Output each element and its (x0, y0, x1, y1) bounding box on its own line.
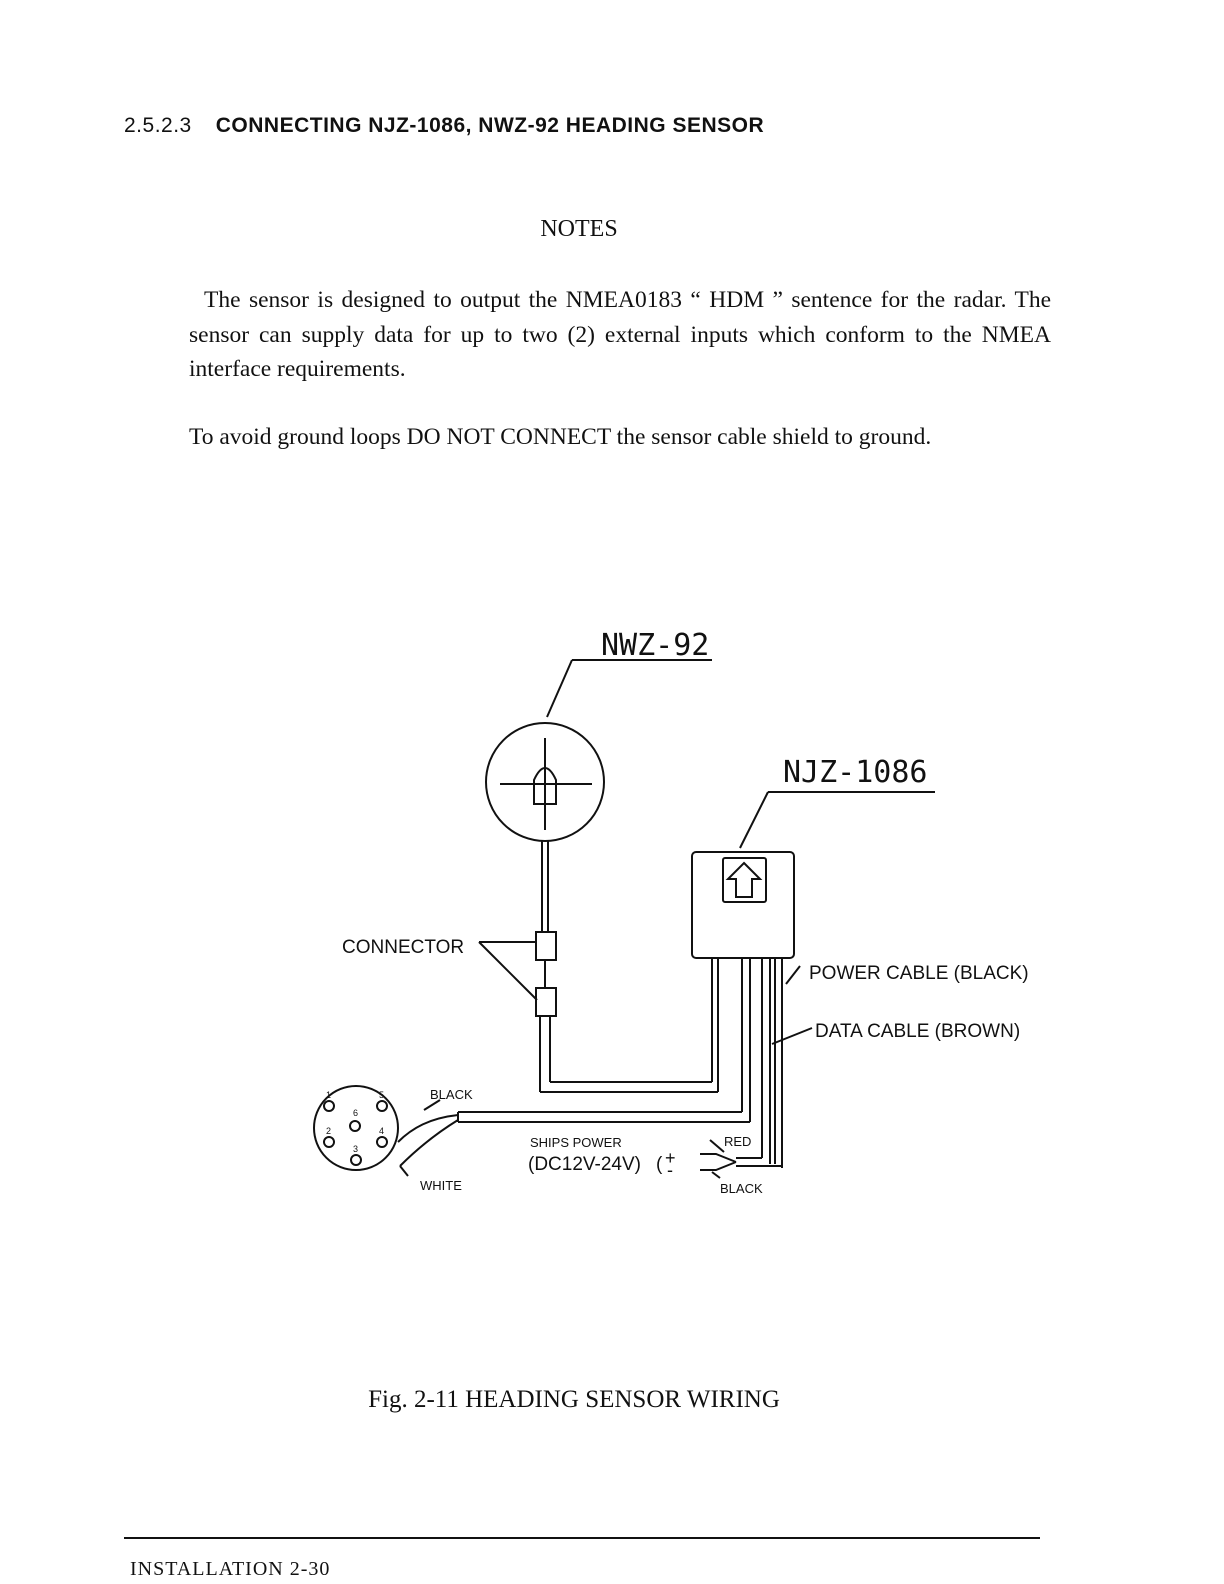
sensor-symbol-icon (533, 767, 557, 805)
data-cable-label: DATA CABLE (BROWN) (815, 1021, 1020, 1042)
footer-divider (124, 1537, 1040, 1539)
minus-sign: - (667, 1160, 673, 1180)
black-power-wire-label: BLACK (720, 1181, 763, 1196)
pin-number: 3 (353, 1144, 358, 1154)
unit-arrow-frame (722, 857, 767, 903)
pin-number: 6 (353, 1108, 358, 1118)
arrow-up-icon (725, 861, 763, 898)
connector-label: CONNECTOR (342, 937, 464, 958)
njz-1086-unit (691, 851, 795, 959)
pin-number: 1 (326, 1090, 331, 1100)
footer-page-label: INSTALLATION 2-30 (130, 1558, 331, 1580)
section-number: 2.5.2.3 (124, 114, 192, 137)
open-bracket: ( (656, 1154, 663, 1175)
sensor-dome (485, 722, 605, 842)
notes-title: NOTES (540, 216, 618, 242)
section-heading: 2.5.2.3 CONNECTING NJZ-1086, NWZ-92 HEADI… (124, 114, 764, 138)
sensor-leader-line (546, 659, 573, 718)
wiring-diagram: NWZ-92 NJZ-1086 CONNECTOR POWER CABLE (B… (313, 628, 1029, 1196)
figure-caption: Fig. 2-11 HEADING SENSOR WIRING (368, 1386, 780, 1413)
black-wire-label: BLACK (430, 1087, 473, 1102)
connector-upper (535, 931, 557, 961)
white-wire-label: WHITE (420, 1178, 462, 1193)
pin-number: 4 (379, 1126, 384, 1136)
connector-lower (535, 987, 557, 1017)
notes-paragraph-2: To avoid ground loops DO NOT CONNECT the… (189, 424, 932, 450)
notes-paragraph-1: The sensor is designed to output the NME… (189, 287, 1051, 382)
power-cable-label: POWER CABLE (BLACK) (809, 963, 1029, 984)
pin-number: 2 (326, 1126, 331, 1136)
round-connector (313, 1085, 399, 1171)
unit-leader-line (739, 791, 769, 849)
pin-number: 5 (379, 1090, 384, 1100)
red-wire-label: RED (724, 1134, 751, 1149)
plus-sign: + (665, 1148, 676, 1168)
section-title: CONNECTING NJZ-1086, NWZ-92 HEADING SENS… (215, 114, 765, 137)
ships-power-label: SHIPS POWER (530, 1135, 622, 1150)
nwz-92-label: NWZ-92 (601, 628, 709, 663)
voltage-label: (DC12V-24V) (528, 1154, 641, 1175)
njz-1086-label: NJZ-1086 (783, 755, 928, 790)
